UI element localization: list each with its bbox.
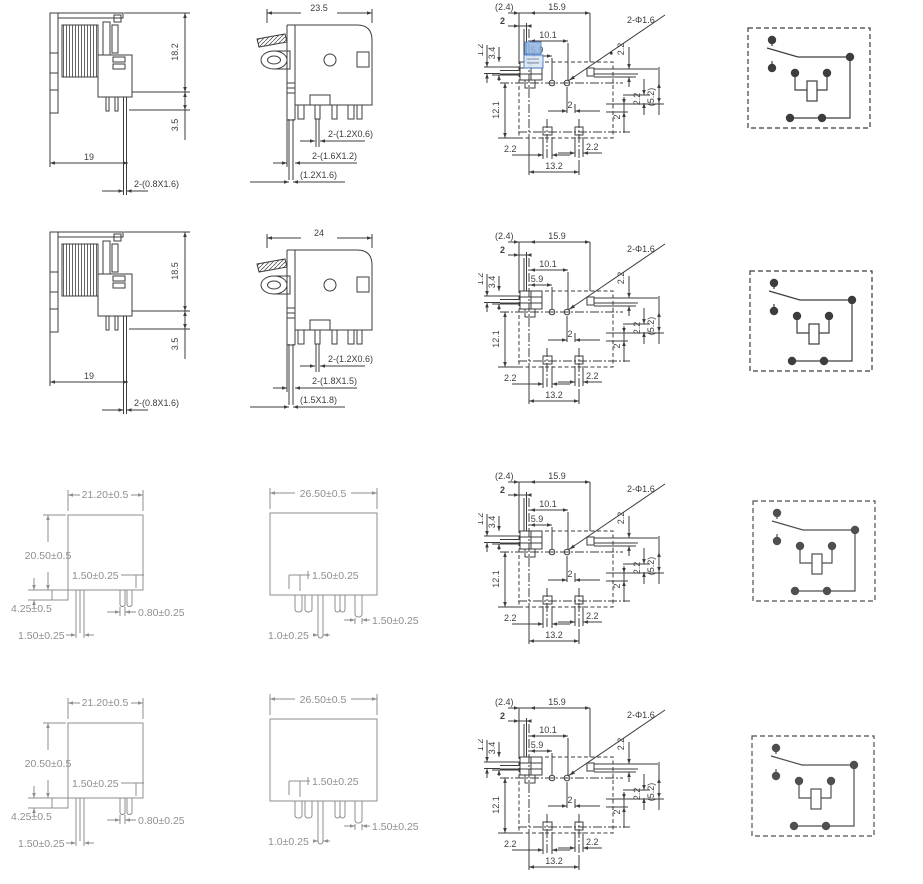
schematic bbox=[750, 271, 872, 371]
dim-label-slot-b: 2-(1.6X1.2) bbox=[312, 151, 357, 161]
dim-label-slot-a: 2-(1.2X0.6) bbox=[328, 354, 373, 364]
row1-side-view-drawing: 18.2 3.5 19 2-(0.8X1.6) bbox=[38, 5, 203, 200]
schematic bbox=[752, 736, 874, 836]
dim-label-pin-length: 3.5 bbox=[170, 338, 180, 351]
row3-pcb-layout-drawing bbox=[478, 472, 703, 657]
pcb-layout bbox=[475, 471, 665, 644]
row3-case-front-drawing bbox=[248, 478, 458, 643]
case-front-view bbox=[268, 694, 419, 848]
dim-label-slot-c: (1.2X1.6) bbox=[300, 170, 337, 180]
dim-label-width: 24 bbox=[314, 228, 324, 238]
row3-circuit-schematic bbox=[750, 498, 885, 608]
side-view bbox=[50, 13, 190, 195]
dim-label-width: 19 bbox=[84, 371, 94, 381]
dim-label-slot-a: 2-(1.2X0.6) bbox=[328, 129, 373, 139]
row4-case-front-drawing bbox=[248, 684, 458, 849]
pcb-layout bbox=[475, 697, 665, 870]
dim-label-width: 23.5 bbox=[310, 3, 328, 13]
row3-case-side-drawing bbox=[10, 478, 220, 643]
pcb-layout bbox=[475, 231, 665, 404]
row4-case-side-drawing bbox=[10, 686, 220, 851]
pcb-layout bbox=[475, 2, 665, 175]
schematic bbox=[753, 501, 875, 601]
dim-label-pin-length: 3.5 bbox=[170, 119, 180, 132]
dim-label-pin-slot: 2-(0.8X1.6) bbox=[134, 398, 179, 408]
row1-circuit-schematic bbox=[745, 25, 880, 135]
row4-circuit-schematic bbox=[749, 733, 884, 843]
dim-label-pin-slot: 2-(0.8X1.6) bbox=[134, 179, 179, 189]
dim-label-width: 19 bbox=[84, 152, 94, 162]
stray-dot bbox=[610, 52, 613, 55]
selection-highlight bbox=[523, 41, 544, 69]
row2-pcb-layout-drawing bbox=[478, 232, 703, 417]
schematic bbox=[748, 28, 870, 128]
row2-front-view-drawing: 24 2-(1.2X0.6) 2-(1.8X1.5) (1.5X1.8) bbox=[245, 228, 455, 425]
case-side-view bbox=[11, 697, 185, 850]
dim-label-slot-c: (1.5X1.8) bbox=[300, 395, 337, 405]
row2-side-view-drawing: 18.5 3.5 19 2-(0.8X1.6) bbox=[38, 224, 203, 419]
dim-label-height: 18.2 bbox=[170, 43, 180, 61]
row4-pcb-layout-drawing bbox=[478, 698, 703, 883]
row1-pcb-layout-drawing bbox=[478, 3, 703, 188]
case-side-view bbox=[11, 489, 185, 642]
side-view bbox=[50, 232, 190, 414]
row1-front-view-drawing: 23.5 2-(1.2X0.6) 2-(1.6X1.2) (1.2X1.6) bbox=[245, 3, 455, 200]
case-front-view bbox=[268, 488, 419, 642]
dim-label-slot-b: 2-(1.8X1.5) bbox=[312, 376, 357, 386]
row2-circuit-schematic bbox=[747, 268, 882, 378]
dim-label-height: 18.5 bbox=[170, 262, 180, 280]
